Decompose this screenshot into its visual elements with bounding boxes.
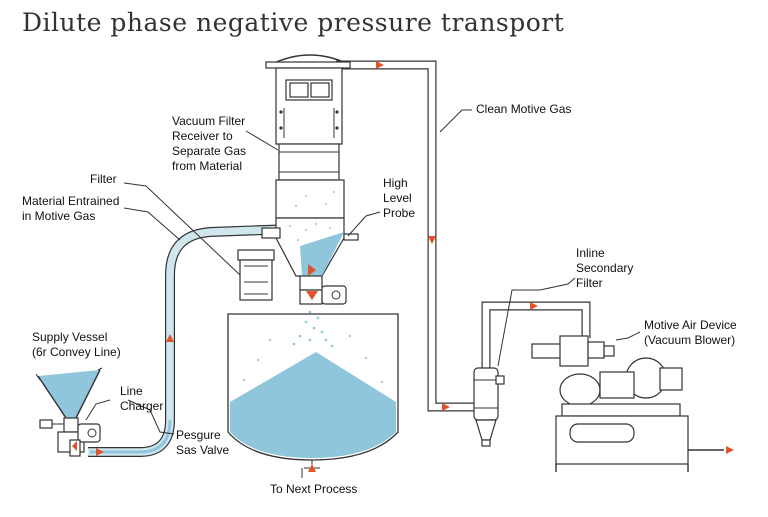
label-inline-secondary-filter: Inline Secondary Filter	[576, 246, 633, 291]
label-clean-motive-gas: Clean Motive Gas	[476, 102, 572, 116]
label-line: Supply Vessel	[32, 330, 108, 344]
flow-arrows	[96, 61, 734, 472]
label-pressure-gas-valve: Pesgure Sas Valve	[176, 428, 229, 458]
label-line: Probe	[383, 206, 416, 220]
label-line: High	[383, 176, 408, 190]
label-material-entrained: Material Entrained in Motive Gas	[22, 194, 119, 224]
label-filter: Filter	[90, 172, 117, 186]
diagram-title: Dilute phase negative pressure transport	[22, 8, 565, 37]
falling-material	[242, 310, 384, 384]
label-next-process: To Next Process	[270, 482, 358, 496]
label-line: Material Entrained	[22, 194, 120, 208]
receiver-hopper	[275, 217, 359, 305]
label-line: Vacuum Filter	[172, 114, 246, 128]
label-line: from Material	[172, 159, 243, 173]
label-line: Receiver to	[172, 129, 233, 143]
label-line: Secondary	[576, 261, 634, 275]
convey-line-pipe	[88, 224, 293, 457]
receiver-dots	[289, 191, 335, 245]
label-supply-vessel: Supply Vessel (6r Convey Line)	[32, 330, 121, 360]
vacuum-filter-receiver	[265, 54, 351, 219]
label-vacuum-filter-receiver: Vacuum Filter Receiver to Separate Gas f…	[172, 114, 246, 174]
leader-lines	[85, 109, 641, 478]
receiving-vessel	[227, 313, 399, 469]
label-line: Filter	[576, 276, 603, 290]
label-line: Separate Gas	[172, 144, 247, 158]
filter-unit	[237, 227, 281, 301]
line-charger	[69, 423, 101, 457]
label-line: (Vacuum Blower)	[644, 333, 736, 347]
label-line: Charger	[120, 399, 164, 413]
inline-secondary-filter	[473, 367, 505, 447]
label-line: Pesgure	[176, 428, 221, 442]
label-line: Level	[383, 191, 412, 205]
vacuum-blower	[531, 335, 724, 472]
label-line: (6r Convey Line)	[32, 345, 121, 359]
label-line: in Motive Gas	[22, 209, 96, 223]
label-line: Line	[120, 384, 143, 398]
label-line: Motive Air Device	[644, 318, 737, 332]
label-motive-air-device: Motive Air Device (Vacuum Blower)	[644, 318, 737, 348]
label-line: Sas Valve	[176, 443, 230, 457]
label-line-charger: Line Charger	[120, 384, 163, 414]
label-high-level-probe: High Level Probe	[383, 176, 415, 221]
label-line: Inline	[576, 246, 605, 260]
